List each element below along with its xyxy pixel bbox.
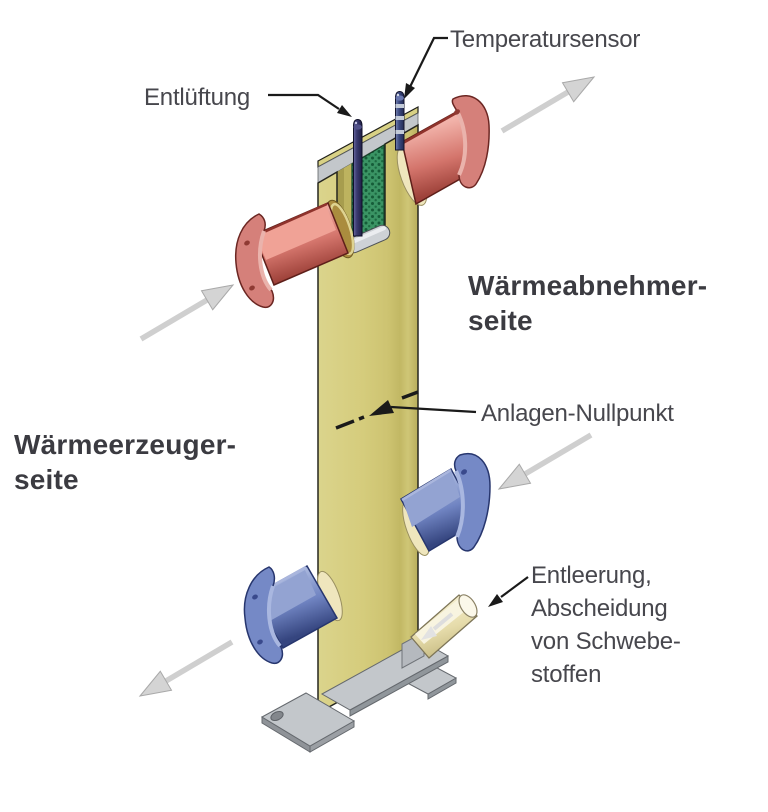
pipe-flange	[234, 213, 275, 309]
drain-mouth	[458, 594, 478, 618]
flow-arrow-consumer-return-in	[499, 435, 591, 489]
leader-arrowhead	[488, 594, 503, 607]
label-line: Wärmeerzeuger-	[14, 429, 237, 460]
leader-arrowhead	[337, 105, 352, 117]
sensor-cap-highlight	[396, 93, 400, 97]
nullpunkt-arrowhead	[369, 400, 394, 416]
foot-slot-hole	[270, 710, 284, 722]
flange-bolt-hole	[244, 240, 250, 246]
separator-body	[317, 105, 419, 715]
pipe-lip	[401, 468, 452, 502]
nullpunkt-marker	[335, 390, 477, 430]
flow-arrow-generator-return-out	[140, 642, 232, 696]
label-line: stoffen	[531, 661, 602, 688]
label-waermeerzeugerseite: Wärmeerzeuger- seite	[14, 427, 236, 497]
label-waermeabnehmerseite: Wärmeabnehmer- seite	[468, 268, 707, 338]
flange-face-highlight	[454, 470, 465, 538]
left-foot-plate	[260, 692, 356, 753]
flow-arrow-generator-supply-in	[141, 285, 233, 339]
base-assembly	[260, 631, 458, 753]
sensor-band	[395, 116, 404, 120]
sensor-band	[395, 104, 404, 108]
label-line: Abscheidung	[531, 595, 668, 622]
label-line: von Schwebe-	[531, 628, 681, 655]
pipe-flange	[243, 566, 284, 665]
leader-arrowhead	[404, 83, 415, 99]
flow-arrow-consumer-supply-out	[502, 77, 594, 131]
drain-pipe	[410, 594, 478, 659]
vent-rod	[353, 118, 363, 237]
pipe-generator-supply	[234, 199, 355, 309]
label-line: seite	[14, 464, 79, 495]
label-entlueftung: Entlüftung	[144, 84, 251, 111]
flange-bolt-hole	[257, 639, 263, 645]
label-line: Entleerung,	[531, 562, 652, 589]
pipe-generator-return	[243, 564, 343, 665]
temperature-sensor-rod	[395, 90, 405, 151]
vent-cap-ring	[353, 124, 362, 130]
pipe-consumer-return	[400, 452, 491, 556]
entleerung-leader	[488, 576, 529, 607]
label-anlagen-nullpunkt: Anlagen-Nullpunkt	[481, 400, 674, 427]
pipe-inner-trough	[257, 570, 316, 622]
pipe-consumer-supply	[396, 94, 490, 206]
flange-bolt-hole	[454, 109, 460, 115]
pipe-inner-trough	[256, 206, 336, 260]
pipe-flange	[453, 452, 491, 552]
flange-bolt-hole	[252, 594, 258, 600]
sensor-band	[395, 130, 404, 134]
flange-face-highlight	[455, 110, 468, 176]
temperatursensor-leader	[404, 36, 448, 99]
flange-bolt-hole	[461, 469, 467, 475]
entlueftung-leader	[268, 93, 352, 117]
flange-face-highlight	[258, 230, 273, 292]
flange-face-highlight	[267, 585, 282, 648]
drain-flow-arrow	[421, 612, 454, 640]
label-line: seite	[468, 305, 533, 336]
vent-cap-highlight	[354, 121, 358, 125]
label-entleerung: Entleerung, Abscheidung von Schwebe- sto…	[531, 559, 681, 691]
sensor-cap-ring	[395, 95, 404, 101]
nullpunkt-leader-line	[390, 405, 477, 414]
flange-bolt-hole	[249, 285, 255, 291]
pipe-inner-trough	[403, 471, 460, 527]
label-line: Wärmeabnehmer-	[468, 270, 708, 301]
pipe-lip	[254, 202, 328, 238]
pipe-lip	[402, 110, 459, 145]
label-temperatursensor: Temperatursensor	[450, 26, 641, 53]
